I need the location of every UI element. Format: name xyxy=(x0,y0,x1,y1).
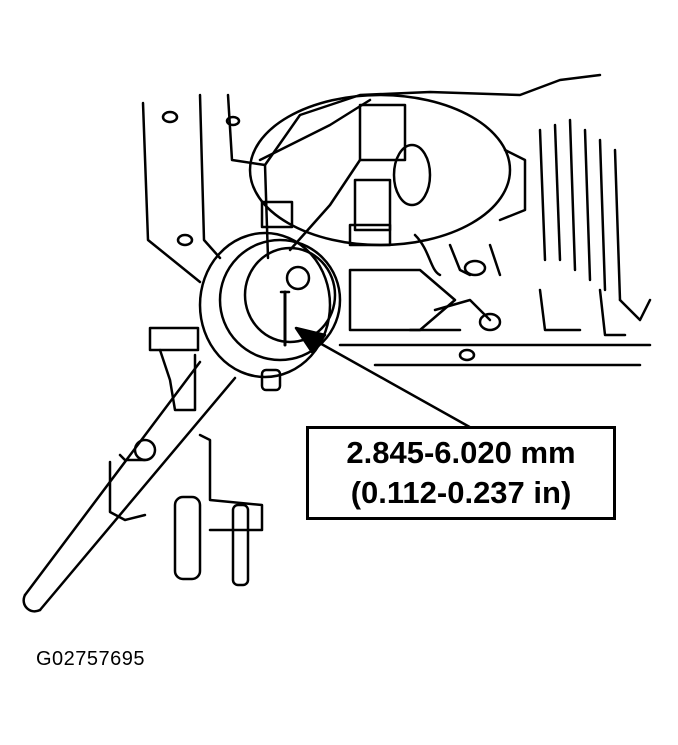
handle-rod xyxy=(22,360,237,613)
holder-bracket xyxy=(108,326,264,587)
clearance-in: (0.112-0.237 in) xyxy=(350,475,572,510)
clearance-mm: 2.845-6.020 mm xyxy=(346,435,576,470)
callout-leader-arrow xyxy=(294,326,477,432)
block-housing xyxy=(141,73,652,367)
dial-indicator xyxy=(198,231,342,392)
clearance-spec-callout: 2.845-6.020 mm (0.112-0.237 in) xyxy=(306,426,616,520)
figure-id: G02757695 xyxy=(36,648,146,670)
